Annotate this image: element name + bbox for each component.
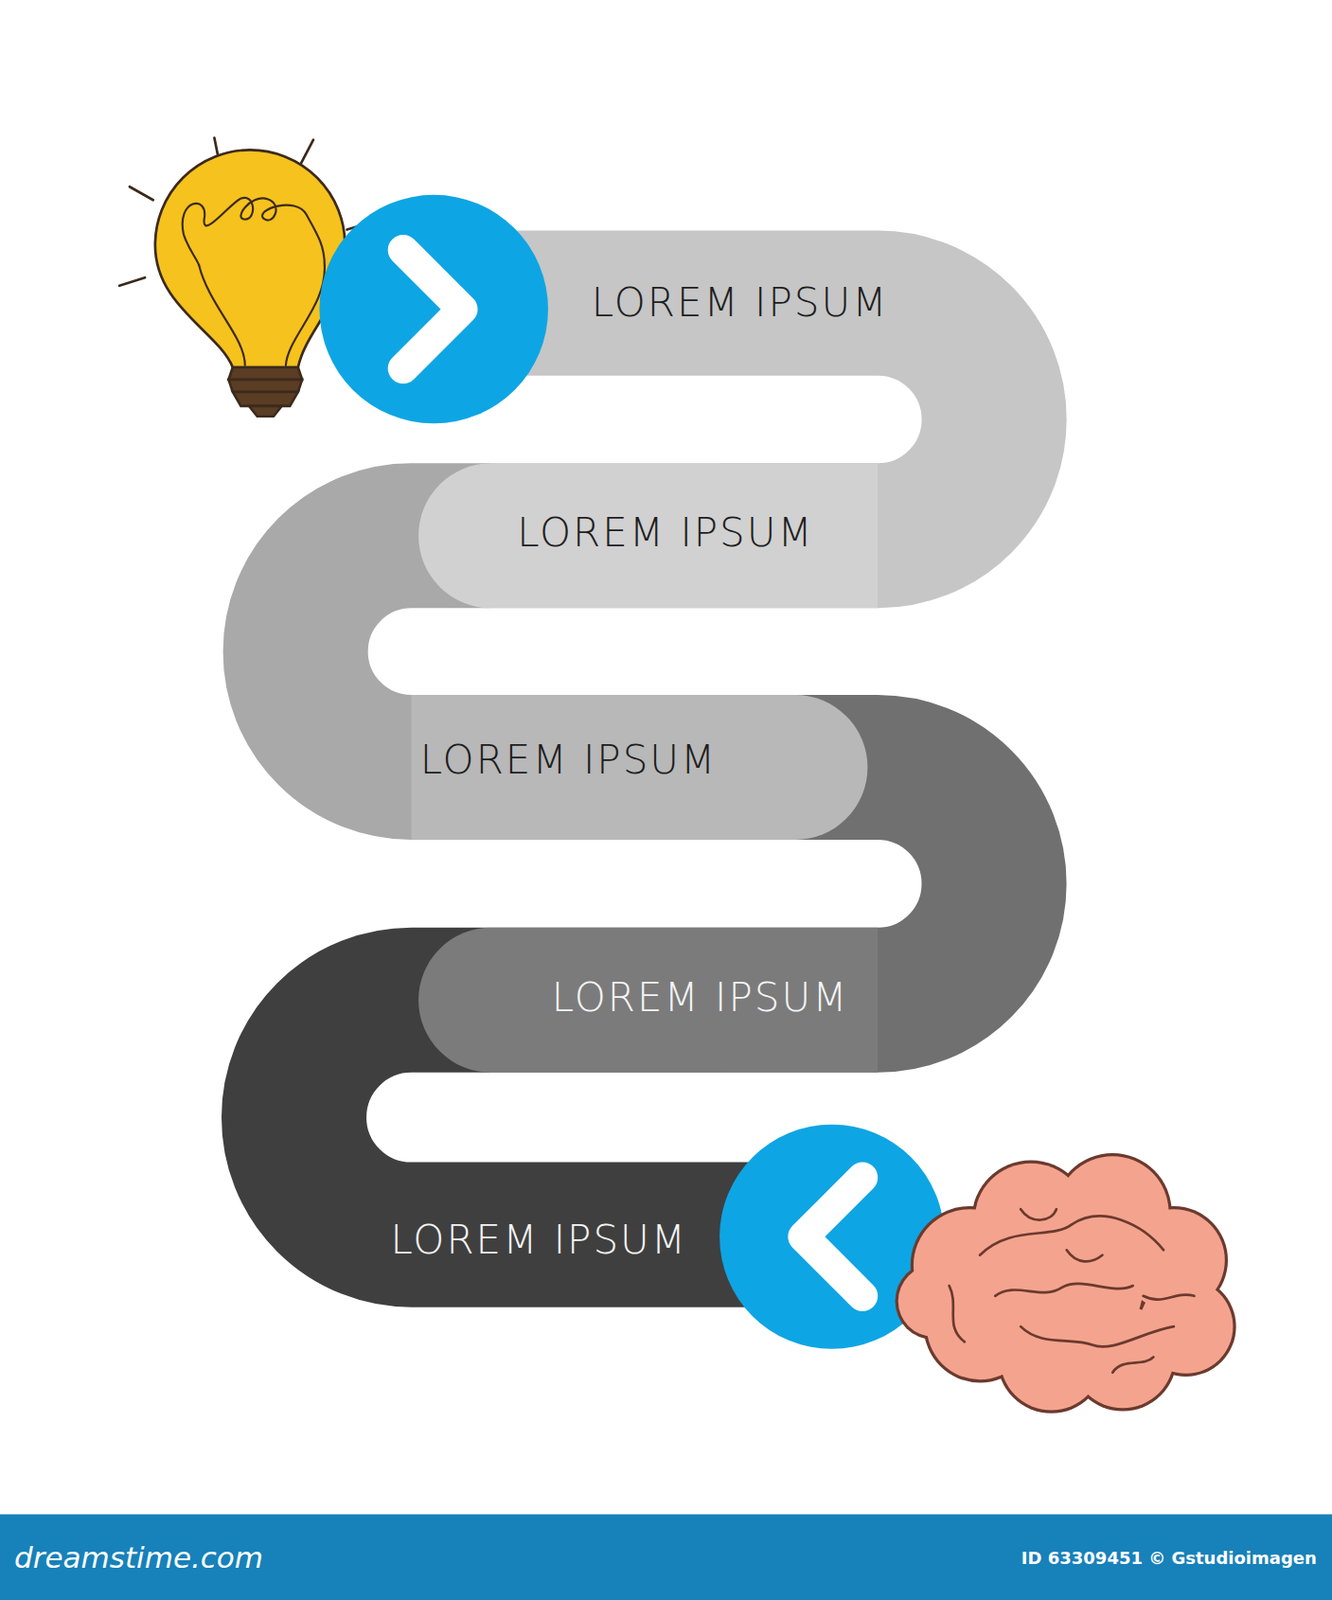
band-text: LOREM IPSUM	[551, 976, 850, 1020]
watermark: dreamstime.com	[14, 1540, 264, 1575]
road-band: LOREM IPSUM	[542, 970, 859, 1026]
band-text: LOREM IPSUM	[420, 738, 718, 782]
road-band: LOREM IPSUM	[380, 1212, 697, 1268]
road-pill	[418, 927, 878, 1073]
road-band: LOREM IPSUM	[582, 275, 899, 331]
arrow-circle	[319, 195, 549, 424]
chevron-left	[803, 1177, 864, 1297]
band-text: LOREM IPSUM	[516, 511, 815, 555]
band-text: LOREM IPSUM	[591, 281, 889, 325]
road-band: LOREM IPSUM	[507, 505, 824, 561]
brain	[895, 1153, 1237, 1414]
image-id: ID 63309451 © Gstudioimagen	[1021, 1547, 1317, 1568]
road-pill	[418, 462, 878, 608]
footer-bar	[0, 1513, 1332, 1600]
chevron-right	[403, 249, 463, 369]
road-pill	[410, 694, 868, 840]
band-text: LOREM IPSUM	[390, 1218, 688, 1262]
road-band: LOREM IPSUM	[410, 732, 728, 788]
